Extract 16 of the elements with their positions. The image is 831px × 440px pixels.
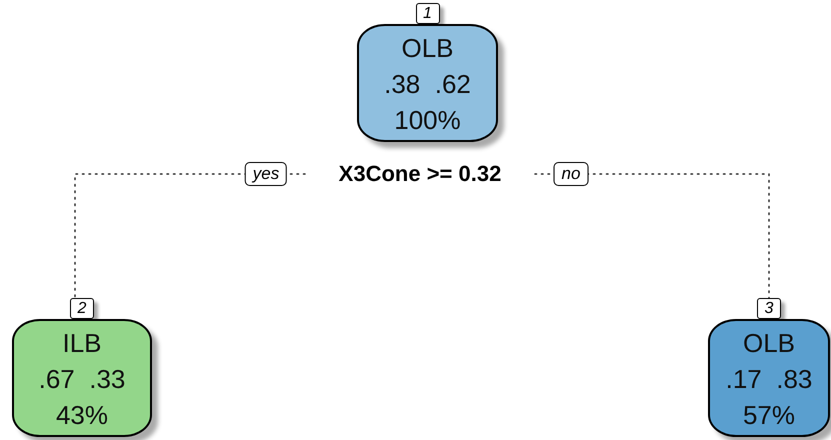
node-text: .67 .33 <box>38 363 126 396</box>
node-text: .38 .62 <box>384 68 471 101</box>
node-text: .17 .83 <box>726 363 812 396</box>
node-text: OLB <box>742 327 796 360</box>
node-text: 57% <box>742 399 796 432</box>
split-condition: X3Cone >= 0.32 <box>305 160 535 188</box>
edge-label: no <box>554 162 588 186</box>
node-text: 100% <box>394 104 461 137</box>
node-text: 43% <box>56 399 108 432</box>
node-number: 1 <box>416 3 440 24</box>
node-number: 2 <box>70 298 94 319</box>
connector-line <box>534 173 770 299</box>
node-number: 3 <box>757 298 781 319</box>
edge-label: yes <box>244 162 288 186</box>
node-text: OLB <box>401 32 454 65</box>
node-text: ILB <box>62 327 102 360</box>
